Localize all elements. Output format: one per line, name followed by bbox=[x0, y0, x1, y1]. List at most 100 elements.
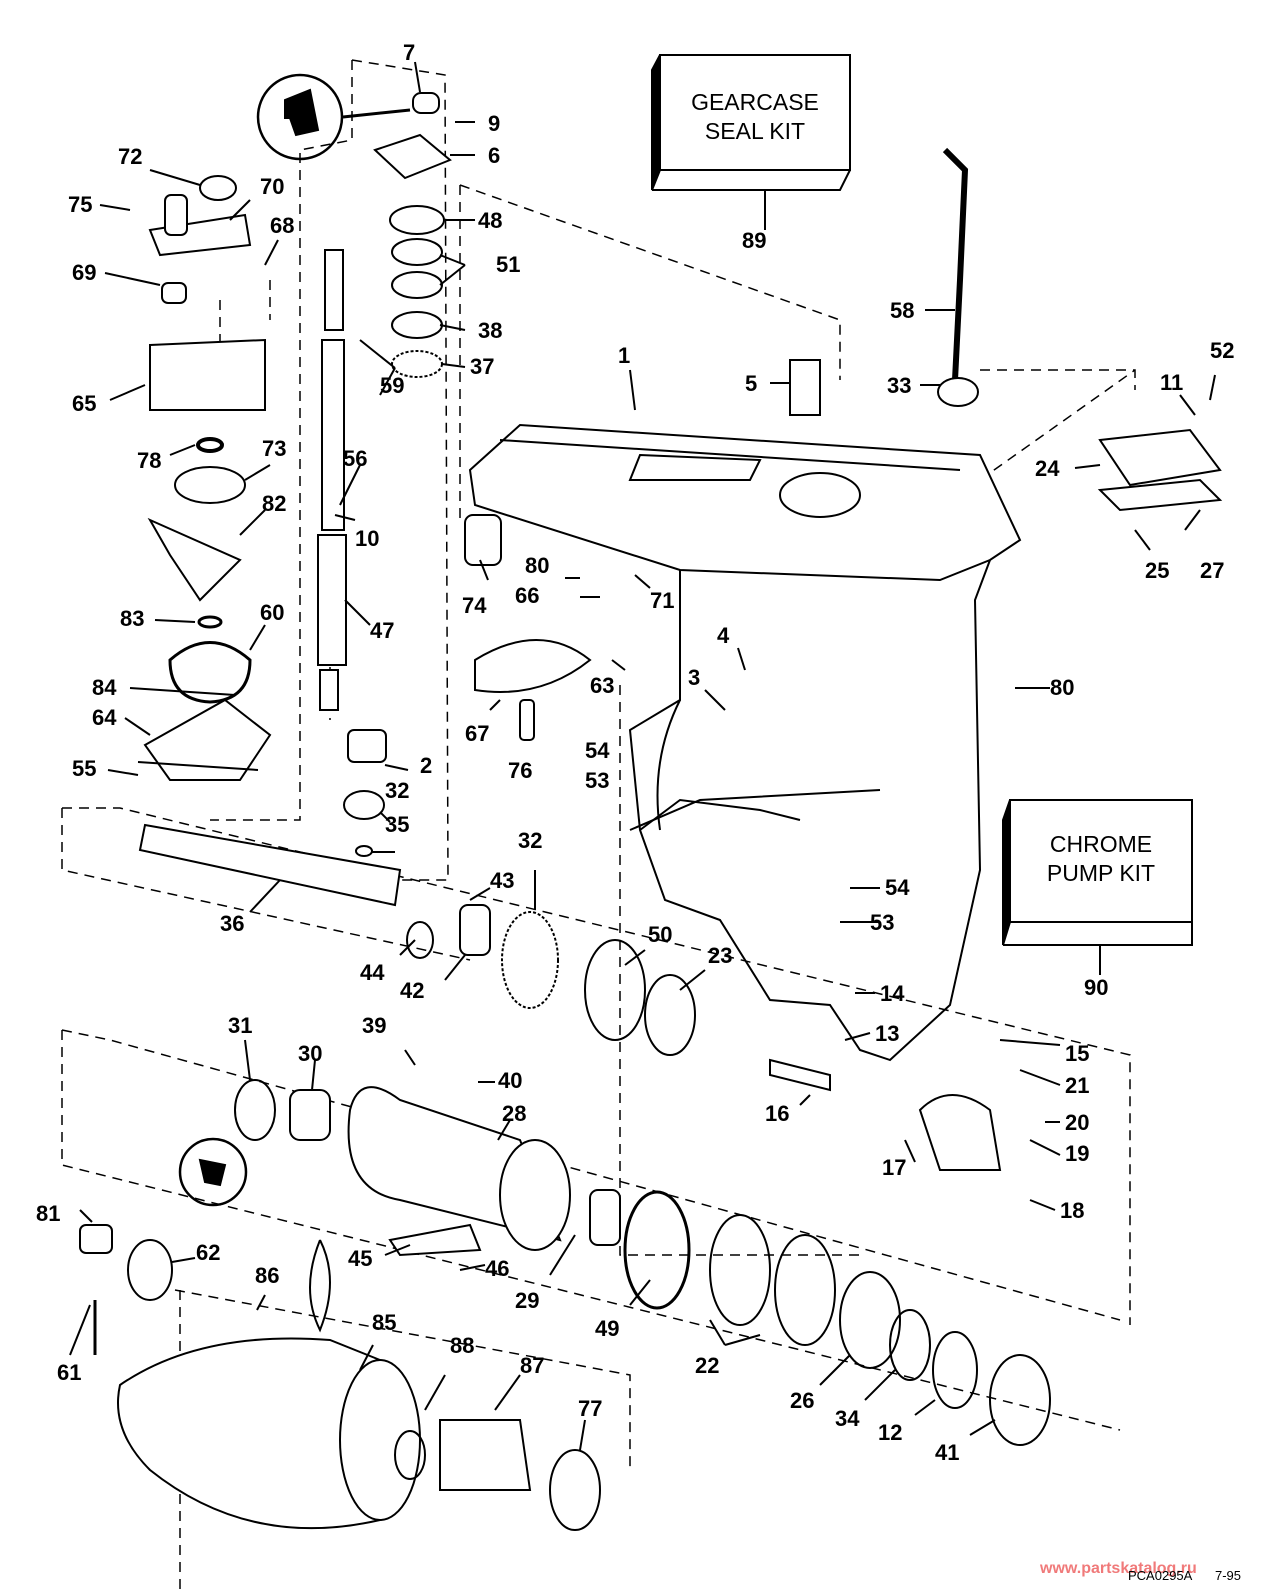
callout-75[interactable]: 75 bbox=[68, 192, 93, 217]
lubricant-icon-bottom bbox=[178, 1137, 248, 1207]
callout-10[interactable]: 10 bbox=[355, 526, 380, 551]
callout-59[interactable]: 59 bbox=[380, 373, 405, 398]
callout-45[interactable]: 45 bbox=[348, 1246, 373, 1271]
callout-86[interactable]: 86 bbox=[255, 1263, 280, 1288]
callout-4[interactable]: 4 bbox=[717, 623, 730, 648]
callout-9[interactable]: 9 bbox=[488, 111, 501, 136]
callout-37[interactable]: 37 bbox=[470, 354, 495, 379]
lubricant-icon-top-glyph bbox=[284, 88, 320, 137]
callout-58[interactable]: 58 bbox=[890, 298, 915, 323]
callout-29[interactable]: 29 bbox=[515, 1288, 540, 1313]
callout-44[interactable]: 44 bbox=[360, 960, 385, 985]
callout-50[interactable]: 50 bbox=[648, 922, 673, 947]
callout-63[interactable]: 63 bbox=[590, 673, 615, 698]
callout-64[interactable]: 64 bbox=[92, 705, 117, 730]
callout-41[interactable]: 41 bbox=[935, 1440, 960, 1465]
callout-43[interactable]: 43 bbox=[490, 868, 515, 893]
callout-15[interactable]: 15 bbox=[1065, 1041, 1090, 1066]
gearcase-housing[interactable] bbox=[468, 423, 1022, 1062]
callout-82[interactable]: 82 bbox=[262, 491, 287, 516]
callout-1[interactable]: 1 bbox=[618, 343, 631, 368]
callout-31[interactable]: 31 bbox=[228, 1013, 253, 1038]
callout-35[interactable]: 35 bbox=[385, 812, 410, 837]
callout-25[interactable]: 25 bbox=[1145, 558, 1170, 583]
callout-87[interactable]: 87 bbox=[520, 1353, 545, 1378]
callout-46[interactable]: 46 bbox=[485, 1256, 510, 1281]
callout-83[interactable]: 83 bbox=[120, 606, 145, 631]
callout-60[interactable]: 60 bbox=[260, 600, 285, 625]
shift-parts bbox=[464, 147, 1223, 741]
callout-77[interactable]: 77 bbox=[578, 1396, 603, 1421]
callout-36[interactable]: 36 bbox=[220, 911, 245, 936]
callout-54-upper[interactable]: 54 bbox=[585, 738, 610, 763]
callout-11[interactable]: 11 bbox=[1160, 370, 1184, 395]
callout-67[interactable]: 67 bbox=[465, 721, 490, 746]
callout-62[interactable]: 62 bbox=[196, 1240, 221, 1265]
callout-39[interactable]: 39 bbox=[362, 1013, 387, 1038]
callout-65[interactable]: 65 bbox=[72, 391, 97, 416]
callout-85[interactable]: 85 bbox=[372, 1310, 397, 1335]
callout-19[interactable]: 19 bbox=[1065, 1141, 1090, 1166]
callout-69[interactable]: 69 bbox=[72, 260, 97, 285]
callout-17[interactable]: 17 bbox=[882, 1155, 907, 1180]
callout-48[interactable]: 48 bbox=[478, 208, 503, 233]
callout-14[interactable]: 14 bbox=[880, 981, 905, 1006]
bearing-housing-parts bbox=[79, 1079, 1051, 1446]
callout-84[interactable]: 84 bbox=[92, 675, 117, 700]
callout-16[interactable]: 16 bbox=[765, 1101, 790, 1126]
callout-21[interactable]: 21 bbox=[1065, 1073, 1090, 1098]
callout-32-upper[interactable]: 32 bbox=[385, 778, 410, 803]
callout-26[interactable]: 26 bbox=[790, 1388, 815, 1413]
callout-53-upper[interactable]: 53 bbox=[585, 768, 610, 793]
callout-20[interactable]: 20 bbox=[1065, 1110, 1090, 1135]
callout-55[interactable]: 55 bbox=[72, 756, 97, 781]
callout-78[interactable]: 78 bbox=[137, 448, 162, 473]
callout-22[interactable]: 22 bbox=[695, 1353, 720, 1378]
callout-3[interactable]: 3 bbox=[688, 665, 701, 690]
callout-89[interactable]: 89 bbox=[742, 228, 767, 253]
callout-74[interactable]: 74 bbox=[462, 593, 487, 618]
callout-80-right[interactable]: 80 bbox=[1050, 675, 1075, 700]
callout-42[interactable]: 42 bbox=[400, 978, 425, 1003]
callout-70[interactable]: 70 bbox=[260, 174, 285, 199]
callout-24[interactable]: 24 bbox=[1035, 456, 1060, 481]
callout-32-lower[interactable]: 32 bbox=[518, 828, 543, 853]
callout-76[interactable]: 76 bbox=[508, 758, 533, 783]
callout-81[interactable]: 81 bbox=[36, 1201, 61, 1226]
callout-38[interactable]: 38 bbox=[478, 318, 503, 343]
callout-61[interactable]: 61 bbox=[57, 1360, 82, 1385]
callout-72[interactable]: 72 bbox=[118, 144, 143, 169]
callout-54-lower[interactable]: 54 bbox=[885, 875, 910, 900]
callout-27[interactable]: 27 bbox=[1200, 558, 1225, 583]
callout-51[interactable]: 51 bbox=[496, 252, 521, 277]
callout-80-upper[interactable]: 80 bbox=[525, 553, 550, 578]
callout-2[interactable]: 2 bbox=[420, 753, 433, 778]
callout-73[interactable]: 73 bbox=[262, 436, 287, 461]
callout-49[interactable]: 49 bbox=[595, 1316, 620, 1341]
callout-34[interactable]: 34 bbox=[835, 1406, 860, 1431]
propeller[interactable] bbox=[117, 1239, 601, 1531]
gearcase-seal-kit-line2: SEAL KIT bbox=[704, 117, 806, 144]
callout-52[interactable]: 52 bbox=[1210, 338, 1235, 363]
callout-66[interactable]: 66 bbox=[515, 583, 540, 608]
callout-71[interactable]: 71 bbox=[650, 588, 675, 613]
chrome-pump-kit-label: CHROME PUMP KIT bbox=[1010, 830, 1192, 888]
callout-7[interactable]: 7 bbox=[403, 40, 416, 65]
callout-40[interactable]: 40 bbox=[498, 1068, 523, 1093]
callout-53-lower[interactable]: 53 bbox=[870, 910, 895, 935]
callout-47[interactable]: 47 bbox=[370, 618, 395, 643]
callout-18[interactable]: 18 bbox=[1060, 1198, 1085, 1223]
callout-88[interactable]: 88 bbox=[450, 1333, 475, 1358]
callout-12[interactable]: 12 bbox=[878, 1420, 903, 1445]
callout-30[interactable]: 30 bbox=[298, 1041, 323, 1066]
callout-6[interactable]: 6 bbox=[488, 143, 501, 168]
callout-68[interactable]: 68 bbox=[270, 213, 295, 238]
water-pump-parts bbox=[137, 175, 272, 781]
callout-23[interactable]: 23 bbox=[708, 943, 733, 968]
callout-13[interactable]: 13 bbox=[875, 1021, 900, 1046]
callout-33[interactable]: 33 bbox=[887, 373, 912, 398]
callout-90[interactable]: 90 bbox=[1084, 975, 1109, 1000]
callout-5[interactable]: 5 bbox=[745, 371, 758, 396]
callout-28[interactable]: 28 bbox=[502, 1101, 527, 1126]
callout-56[interactable]: 56 bbox=[343, 446, 368, 471]
